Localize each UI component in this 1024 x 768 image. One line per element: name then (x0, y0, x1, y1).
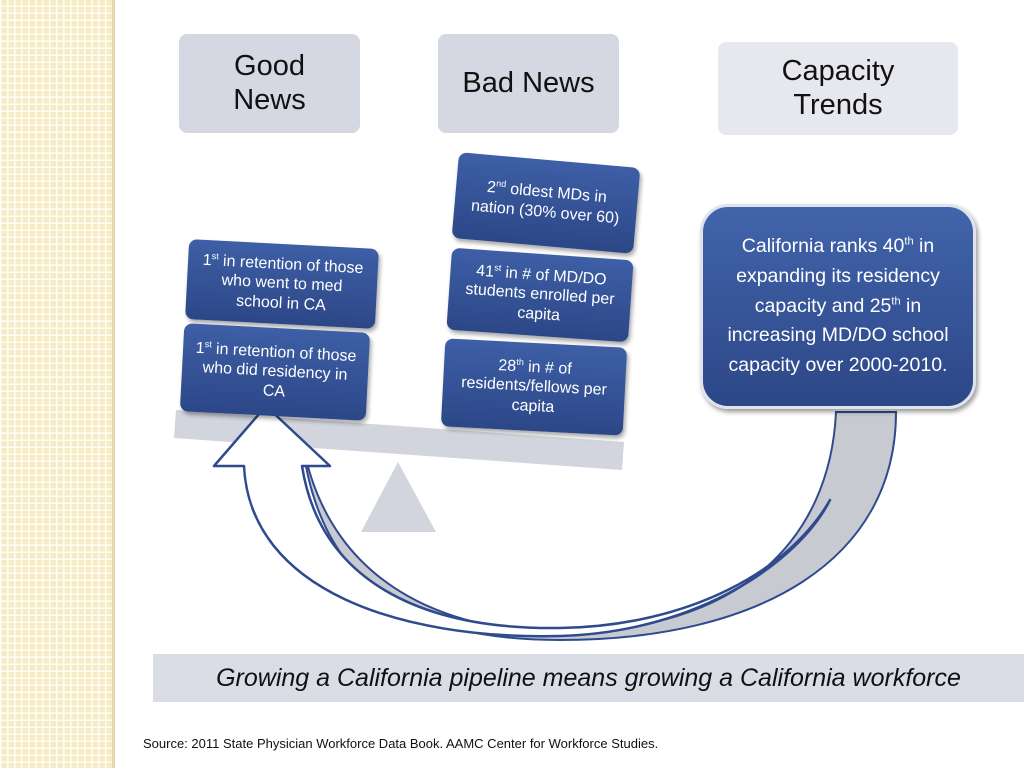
bad-news-item-1: 2nd oldest MDs in nation (30% over 60) (451, 152, 641, 254)
capacity-sup2: th (891, 295, 901, 308)
pattern-strip-edge (112, 0, 115, 768)
good-news-item-1: 1st in retention of those who went to me… (185, 239, 379, 329)
capacity-text-part1: California ranks 40 (741, 235, 905, 258)
header-bad-news: Bad News (438, 34, 619, 133)
capacity-sup1: th (904, 235, 914, 248)
good-news-item-1-text: in retention of those who went to med sc… (218, 252, 364, 315)
bad-news-item-2-rank: 41 (475, 262, 495, 281)
fulcrum-triangle (361, 462, 436, 532)
header-good-news-line1: Good (234, 50, 305, 83)
capacity-trends-box: California ranks 40th in expanding its r… (700, 204, 976, 409)
bad-news-item-3-rank: 28 (497, 356, 517, 375)
header-bad-news-label: Bad News (462, 66, 595, 99)
header-good-news-line2: News (233, 83, 306, 116)
good-news-item-2-text: in retention of those who did residency … (202, 340, 357, 401)
pipeline-banner: Growing a California pipeline means grow… (153, 654, 1024, 702)
good-news-item-2: 1st in retention of those who did reside… (179, 323, 371, 421)
capacity-text-part2: in expanding its residency capacity and … (736, 235, 940, 317)
capacity-text-part3: in increasing MD/DO school capacity over… (727, 294, 949, 376)
bad-news-item-3: 28th in # of residents/fellows per capit… (440, 338, 628, 436)
header-capacity-line2: Trends (793, 88, 883, 121)
header-capacity-line1: Capacity (781, 55, 895, 88)
bad-news-item-3-text: in # of residents/fellows per capita (460, 358, 608, 416)
white-curved-arrow (212, 404, 832, 638)
pipeline-banner-text: Growing a California pipeline means grow… (216, 663, 961, 692)
decorative-pattern-strip (0, 0, 112, 768)
source-citation: Source: 2011 State Physician Workforce D… (143, 736, 659, 751)
bad-news-item-2: 41st in # of MD/DO students enrolled per… (446, 247, 634, 343)
